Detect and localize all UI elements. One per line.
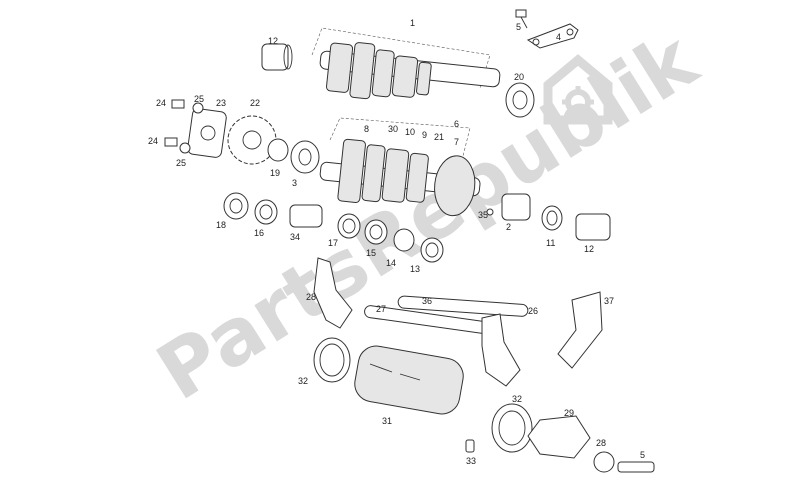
needle-bushing-12-top <box>261 43 293 71</box>
washer-15 <box>364 219 388 245</box>
sprocket-22 <box>227 115 277 165</box>
callout-1: 1 <box>410 18 415 28</box>
callout-18: 18 <box>216 220 226 230</box>
callout-22: 22 <box>250 98 260 108</box>
washer-17 <box>337 213 361 239</box>
callout-36: 36 <box>422 296 432 306</box>
callout-30: 30 <box>388 124 398 134</box>
callout-29: 29 <box>564 408 574 418</box>
bolt-24-a <box>171 99 185 109</box>
bracket-4 <box>526 23 579 49</box>
shift-fork-26 <box>481 313 521 387</box>
callout-19: 19 <box>270 168 280 178</box>
screw-5-top <box>515 9 528 29</box>
callout-28-a: 28 <box>306 292 316 302</box>
callout-10: 10 <box>405 127 415 137</box>
lock-plate-23 <box>187 108 227 158</box>
callout-35: 35 <box>478 210 488 220</box>
callout-33: 33 <box>466 456 476 466</box>
washer-28-b <box>593 451 615 473</box>
callout-9: 9 <box>422 130 427 140</box>
callout-17: 17 <box>328 238 338 248</box>
screw-5-bottom <box>617 461 655 473</box>
callout-3: 3 <box>292 178 297 188</box>
callout-16: 16 <box>254 228 264 238</box>
shift-drum-31 <box>354 345 464 415</box>
callout-27: 27 <box>376 304 386 314</box>
primary-shaft-assembly <box>311 27 501 100</box>
callout-28-b: 28 <box>596 438 606 448</box>
callout-24-a: 24 <box>156 98 166 108</box>
washer-16 <box>254 199 278 225</box>
bushing-12-bottom <box>575 213 611 241</box>
callout-37: 37 <box>604 296 614 306</box>
callout-23: 23 <box>216 98 226 108</box>
callout-32-a: 32 <box>298 376 308 386</box>
callout-2: 2 <box>506 222 511 232</box>
bushing-34 <box>289 204 323 228</box>
callout-26: 26 <box>528 306 538 316</box>
shift-fork-37 <box>557 291 603 369</box>
spacer-19 <box>267 138 289 162</box>
callout-6: 6 <box>454 119 459 129</box>
star-cam-29 <box>527 415 591 459</box>
callout-4: 4 <box>556 32 561 42</box>
callout-labels: 1 2 3 4 5 5 6 7 8 9 10 11 12 12 13 14 15… <box>148 18 645 466</box>
callout-25-b: 25 <box>176 158 186 168</box>
callout-5-top: 5 <box>516 22 521 32</box>
callout-20: 20 <box>514 72 524 82</box>
seal-ring-32-b <box>491 403 533 453</box>
bearing-20 <box>505 82 535 118</box>
needle-cage-2 <box>501 193 531 221</box>
washer-25-a <box>192 102 204 114</box>
bearing-3 <box>290 140 320 174</box>
callout-8: 8 <box>364 124 369 134</box>
washer-25-b <box>179 142 191 154</box>
callout-13: 13 <box>410 264 420 274</box>
pin-33 <box>465 439 475 453</box>
callout-25-a: 25 <box>194 94 204 104</box>
shift-fork-28 <box>313 257 353 329</box>
shift-rod-36 <box>397 295 529 317</box>
callout-14: 14 <box>386 258 396 268</box>
callout-31: 31 <box>382 416 392 426</box>
callout-34: 34 <box>290 232 300 242</box>
washer-11 <box>541 205 563 231</box>
gear-in-house-icon <box>543 54 613 125</box>
circlip-14 <box>393 228 415 252</box>
secondary-shaft-assembly <box>319 117 494 217</box>
callout-11: 11 <box>546 238 555 248</box>
callout-12-bottom: 12 <box>584 244 594 254</box>
callout-15: 15 <box>366 248 376 258</box>
callout-21: 21 <box>434 132 444 142</box>
washer-13 <box>420 237 444 263</box>
callout-12-top: 12 <box>268 36 278 46</box>
callout-24-b: 24 <box>148 136 158 146</box>
callout-32-b: 32 <box>512 394 522 404</box>
callout-7: 7 <box>454 137 459 147</box>
callout-5-bottom: 5 <box>640 450 645 460</box>
washer-18 <box>223 192 249 220</box>
seal-ring-32-a <box>313 337 351 383</box>
bolt-24-b <box>164 137 178 147</box>
